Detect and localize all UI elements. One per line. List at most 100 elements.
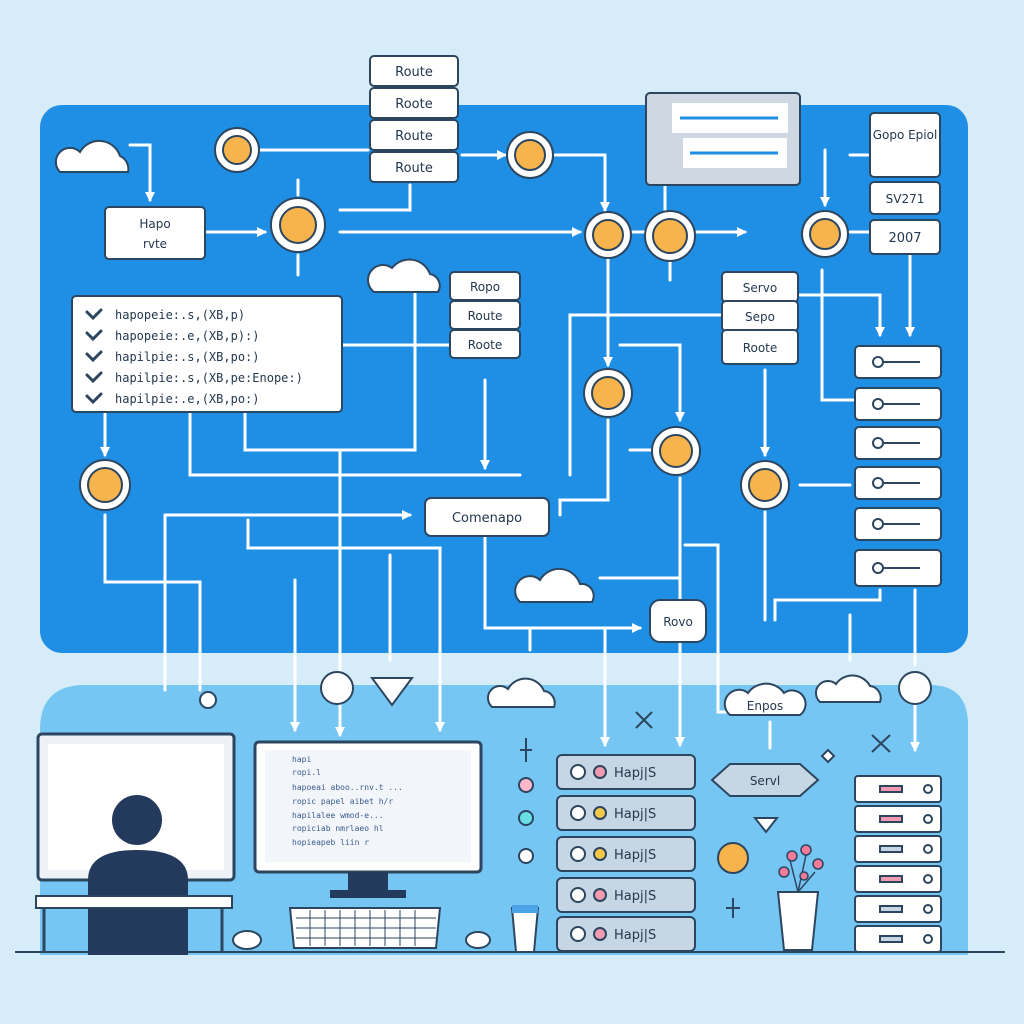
server-icon: Hapj|S [556, 916, 696, 952]
route-node-icon [801, 210, 849, 258]
svg-text:Hapj|S: Hapj|S [614, 766, 656, 781]
svg-text:Route: Route [395, 65, 433, 80]
bottom-route-box: Rovo [649, 599, 707, 643]
svg-text:Servo: Servo [743, 281, 777, 295]
svg-text:Route: Route [395, 129, 433, 144]
svg-text:Roote: Roote [743, 341, 778, 355]
cloud-icon [486, 677, 556, 708]
connector-node [320, 671, 354, 705]
status-dot [518, 810, 534, 826]
plant-icon [776, 844, 824, 951]
monitor-code: hapi ropi.l hapoeai aboo..rnv.t ... ropi… [292, 755, 403, 847]
svg-text:rvte: rvte [143, 237, 167, 251]
svg-text:Hapj|S: Hapj|S [614, 889, 656, 904]
stack-item: Roote [369, 87, 459, 119]
mouse-icon [232, 930, 262, 950]
svg-text:Route: Route [395, 161, 433, 176]
svg-text:Ropo: Ropo [470, 280, 500, 294]
route-node-icon [651, 426, 701, 476]
svg-text:Rovo: Rovo [663, 615, 693, 629]
stack-item: Route [369, 151, 459, 183]
desk [35, 895, 233, 909]
monitor-icon [253, 740, 483, 898]
label-box [869, 181, 941, 215]
top-route-stack: Route Roote Route Route [369, 55, 459, 183]
status-dot [518, 848, 534, 864]
route-node-icon [214, 127, 260, 173]
label-box [869, 112, 941, 178]
connector-node [898, 671, 932, 705]
code-line: hapopeie:.e,(XB,p):) [115, 329, 260, 343]
cloud-icon [367, 258, 441, 293]
left-route-box: Hapo rvte [104, 206, 206, 260]
route-node-icon [644, 210, 696, 262]
cloud-label: Enpos [747, 699, 783, 713]
cup-icon [510, 905, 540, 953]
connectors [100, 143, 920, 752]
developer-workstation [35, 732, 236, 955]
route-node-icon [717, 842, 749, 874]
code-line: hapopeie:.s,(XB,p) [115, 308, 245, 322]
svg-text:Hapj|S: Hapj|S [614, 928, 656, 943]
mid-stack-right: Servo Sepo Roote [721, 271, 799, 365]
route-node-icon [740, 460, 790, 510]
svg-text:hapoeai aboo..rnv.t ...: hapoeai aboo..rnv.t ... [292, 783, 403, 792]
connector-node [199, 691, 217, 709]
checkmark-icon [85, 308, 103, 321]
right-label-stack: Gopo Epiol SV271 2007 [869, 112, 941, 255]
mouse-icon [465, 931, 491, 949]
svg-text:ropic papel aibet h/r: ropic papel aibet h/r [292, 797, 393, 806]
cloud-icon [54, 139, 130, 173]
svg-text:Route: Route [468, 309, 503, 323]
route-node-icon [584, 211, 632, 259]
svg-text:ropiciab nmrlaeo hl: ropiciab nmrlaeo hl [292, 824, 384, 833]
status-dot [518, 777, 534, 793]
svg-text:Roote: Roote [395, 97, 432, 112]
stack-item: Route [369, 55, 459, 87]
down-triangle-icon [752, 817, 780, 834]
svg-text:Servl: Servl [750, 774, 780, 788]
svg-text:Hapo: Hapo [139, 217, 170, 231]
svg-text:hapilalee wmod-e...: hapilalee wmod-e... [292, 811, 384, 820]
server-icon: Hapj|S [556, 877, 696, 913]
svg-text:Roote: Roote [468, 338, 503, 352]
cloud-icon [814, 674, 882, 703]
down-triangle-icon [370, 677, 414, 707]
svg-text:ropi.l: ropi.l [292, 768, 321, 777]
server-stack: Hapj|S Hapj|S Hapj|S Hapj|S Hapj|S [556, 754, 696, 952]
route-node-icon [506, 131, 554, 179]
code-line: hapilpie:.e,(XB,po:) [115, 392, 260, 406]
label-box [869, 219, 941, 255]
label-text: Gopo Epiol [873, 128, 938, 142]
svg-text:Hapj|S: Hapj|S [614, 807, 656, 822]
svg-text:Hapj|S: Hapj|S [614, 848, 656, 863]
checkmark-icon [85, 350, 103, 363]
route-node-icon [270, 197, 326, 253]
center-label-box: Comenapo [424, 497, 550, 537]
keyboard-icon [288, 907, 442, 949]
label-text: SV271 [886, 192, 925, 206]
code-line: hapilpie:.s,(XB,po:) [115, 350, 260, 364]
svg-text:hopieapeb liin r: hopieapeb liin r [292, 838, 369, 847]
route-node-icon [583, 368, 633, 418]
cloud-icon [723, 682, 807, 716]
checkmark-icon [85, 371, 103, 384]
form-panel [645, 92, 801, 186]
svg-text:Sepo: Sepo [745, 310, 775, 324]
svg-text:hapi: hapi [292, 755, 311, 764]
server-icon: Hapj|S [556, 795, 696, 831]
cloud-icon [514, 567, 595, 603]
mid-stack-left: Ropo Route Roote [449, 271, 521, 359]
server-icon: Hapj|S [556, 836, 696, 872]
server-icon: Hapj|S [556, 754, 696, 790]
code-line: hapilpie:.s,(XB,pe:Enope:) [115, 371, 303, 385]
checkmark-icon [85, 392, 103, 405]
server-rack [854, 775, 942, 953]
svg-text:Comenapo: Comenapo [452, 511, 522, 526]
checkmark-icon [85, 329, 103, 342]
label-text: 2007 [888, 231, 921, 246]
server-tag: Servl [710, 763, 820, 797]
route-node-icon [79, 459, 131, 511]
code-panel: hapopeie:.s,(XB,p) hapopeie:.e,(XB,p):) … [71, 295, 343, 413]
